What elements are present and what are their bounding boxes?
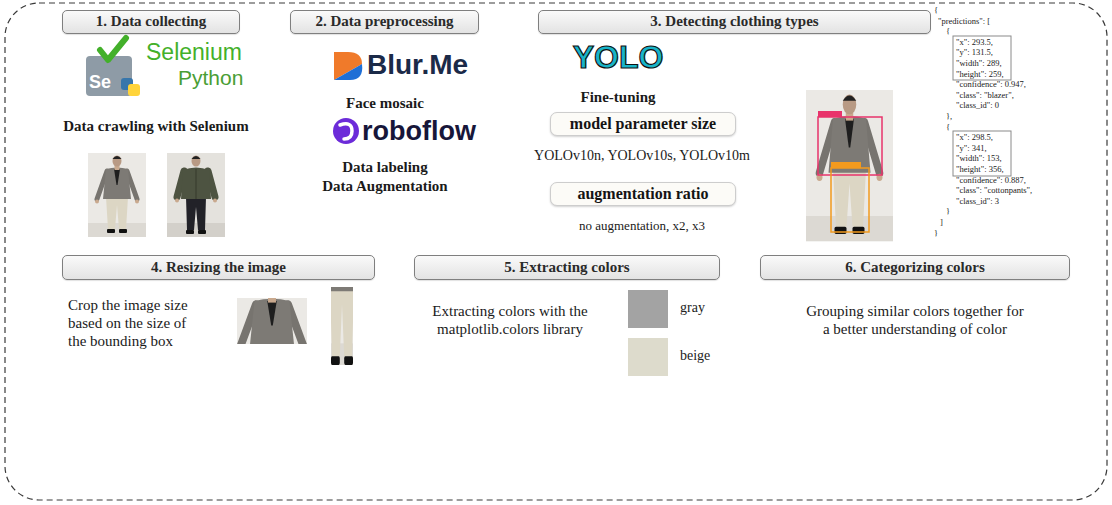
step-header: 6. Categorizing colors (760, 255, 1070, 280)
logo-text: Selenium (146, 39, 242, 67)
step-title: 3. Detecting clothing types (650, 13, 818, 30)
json-line: "class_id": 0 (956, 100, 999, 111)
step-description: Data crawling with Selenium (41, 117, 271, 135)
json-line: "x": 293.5, (956, 37, 993, 48)
step-description: Data Augmentation (295, 177, 475, 195)
dashed-frame (5, 3, 1107, 500)
logo-text: Se (89, 72, 111, 94)
parameter-values: no augmentation, x2, x3 (537, 218, 747, 234)
json-line: "class": "cottonpants", (956, 185, 1032, 196)
json-line: "width": 289, (956, 58, 1002, 69)
step-description: Face mosaic (305, 94, 465, 112)
legend-item: beige (628, 338, 748, 376)
json-line: "width": 153, (956, 153, 1002, 164)
step-description: Fine-tuning (548, 88, 688, 106)
json-line: "height": 356, (956, 164, 1004, 175)
step-title: 5. Extracting colors (504, 259, 629, 276)
json-line: { (934, 5, 938, 16)
step-description: Data labeling (295, 158, 475, 176)
json-highlight (953, 36, 1011, 176)
parameter-title: augmentation ratio (577, 185, 708, 203)
json-line: "height": 259, (956, 69, 1004, 80)
step-title: 6. Categorizing colors (845, 259, 985, 276)
json-line: "y": 341, (956, 143, 987, 154)
json-line: }, (946, 111, 952, 122)
json-line: { (946, 26, 950, 37)
parameter-box: model parameter size (550, 112, 736, 136)
step-header: 3. Detecting clothing types (538, 10, 931, 34)
step-description: Crop the image size based on the size of… (68, 296, 203, 350)
legend-item: gray (628, 290, 748, 328)
json-line: "confidence": 0.887, (956, 175, 1026, 186)
json-line: } (934, 228, 938, 239)
step-description: Grouping similar colors together for a b… (804, 302, 1027, 338)
color-swatch (628, 338, 668, 376)
blurme-logo (334, 52, 362, 80)
json-line: "y": 131.5, (956, 47, 993, 58)
step-header: 5. Extracting colors (414, 255, 720, 280)
json-line: "confidence": 0.947, (956, 79, 1026, 90)
json-line: "predictions": [ (938, 16, 990, 27)
json-line: "class_id": 3 (956, 196, 999, 207)
step-header: 2. Data preprocessing (290, 10, 479, 34)
logo-text: roboflow (362, 115, 476, 147)
step-title: 2. Data preprocessing (315, 13, 453, 30)
step-header: 1. Data collecting (62, 10, 240, 34)
roboflow-logo (333, 118, 359, 144)
json-line: ] (940, 217, 943, 228)
step-title: 4. Resizing the image (151, 259, 286, 276)
logo-text: YOLO (553, 38, 683, 76)
cropped-photo (226, 192, 374, 406)
parameter-values: YOLOv10n, YOLOv10s, YOLOv10m (517, 148, 767, 165)
photo (88, 153, 225, 237)
parameter-title: model parameter size (570, 115, 716, 133)
step-description: Extracting colors with the matplotlib.co… (418, 302, 603, 338)
color-swatch (628, 290, 668, 328)
json-line: } (946, 206, 950, 217)
step-header: 4. Resizing the image (62, 255, 375, 280)
color-name: beige (680, 348, 710, 364)
json-line: "class": "blazer", (956, 90, 1014, 101)
selenium-logo (86, 38, 140, 96)
json-line: { (946, 122, 950, 133)
parameter-box: augmentation ratio (550, 182, 736, 206)
json-line: "x": 298.5, (956, 132, 993, 143)
detection-photo (806, 90, 893, 241)
logo-text: Python (178, 65, 243, 90)
step-title: 1. Data collecting (96, 13, 206, 30)
logo-text: Blur.Me (367, 48, 468, 82)
color-name: gray (680, 300, 705, 316)
